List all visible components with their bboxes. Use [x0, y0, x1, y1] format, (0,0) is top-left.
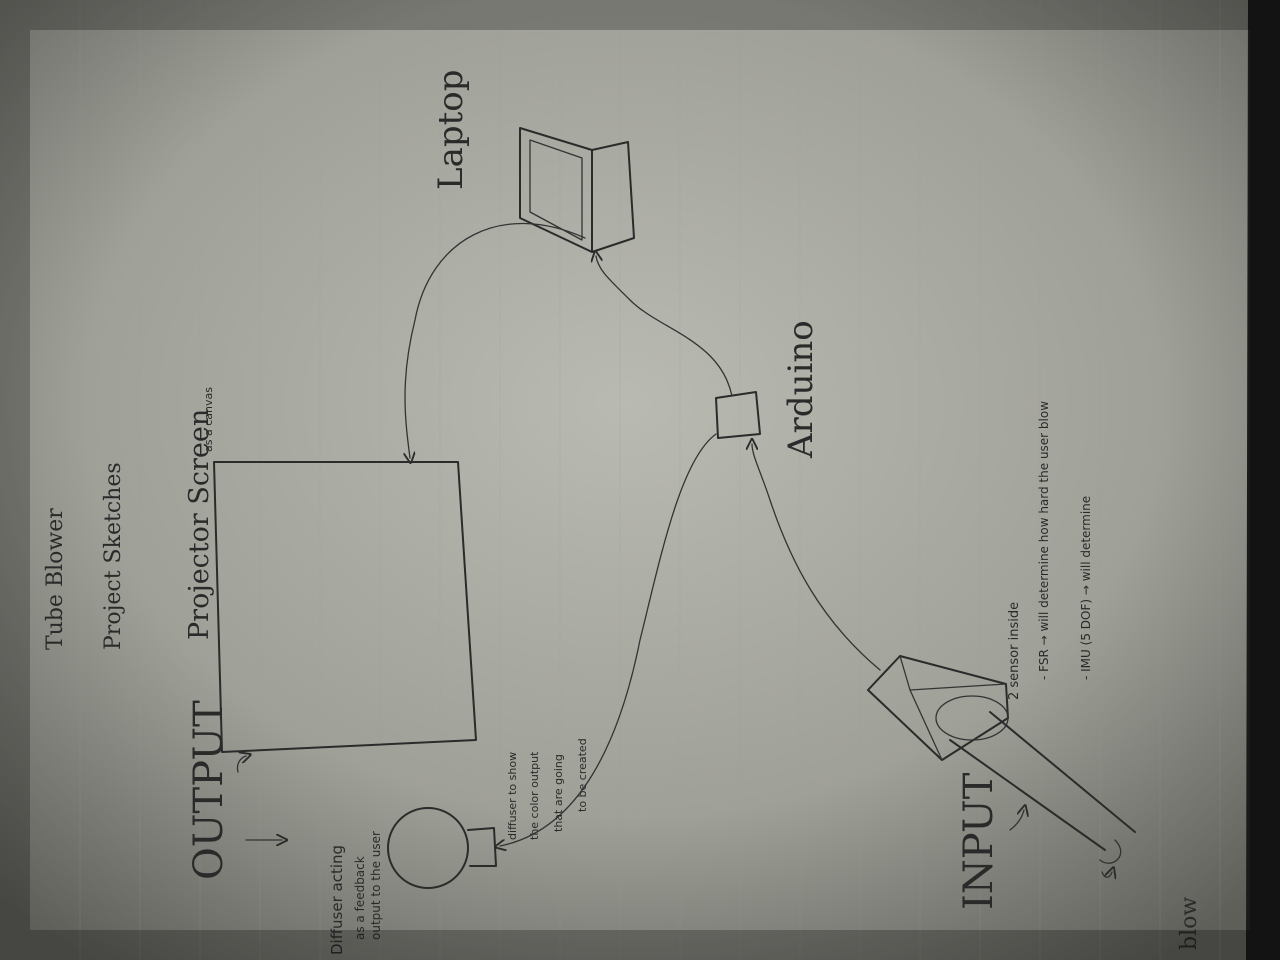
projector-note: as a canvas	[202, 387, 215, 452]
wire-tube-to-arduino	[752, 444, 881, 671]
input-arrow	[1009, 810, 1024, 831]
projector-label: Projector Screen	[184, 409, 215, 640]
svg-text:as a feedback: as a feedback	[353, 856, 367, 940]
svg-text:Diffuser acting: Diffuser acting	[328, 845, 346, 955]
svg-text:2 sensor inside: 2 sensor inside	[1007, 602, 1022, 700]
output-label: OUTPUT	[186, 700, 232, 880]
tube-device	[867, 655, 1136, 877]
wire-laptop-to-screen	[405, 222, 586, 458]
projector-screen	[213, 461, 477, 753]
svg-text:that are going: that are going	[552, 754, 565, 832]
ruled-lines	[79, 0, 1221, 960]
svg-text:- FSR → will determine how: - FSR → will determine how hard the user…	[1037, 401, 1051, 680]
arduino-box	[715, 391, 761, 439]
input-label: INPUT	[956, 772, 1002, 910]
diffuser-color-note: diffuser to show the color output that a…	[506, 738, 589, 840]
blow-label: blow	[1177, 897, 1202, 950]
svg-text:to be created: to be created	[576, 738, 589, 812]
diffuser-feedback-note: Diffuser acting as a feedback output to …	[328, 831, 383, 955]
svg-text:the color output: the color output	[528, 751, 541, 840]
diffuser-bulb	[387, 807, 497, 889]
svg-text:output to the user: output to the user	[369, 831, 383, 940]
sensor-notes: 2 sensor inside - FSR → will determine h…	[1007, 401, 1093, 700]
laptop-label: Laptop	[431, 69, 471, 190]
subtitle: Project Sketches	[101, 462, 126, 650]
svg-text:- IMU (5 DOF) → will determi: - IMU (5 DOF) → will determine	[1079, 496, 1093, 680]
arduino-label: Arduino	[781, 320, 821, 459]
title: Tube Blower	[43, 508, 68, 650]
wire-arduino-to-diffuser	[500, 433, 717, 846]
wire-arduino-to-laptop	[596, 256, 733, 397]
output-arrow-screen	[236, 756, 246, 773]
svg-text:diffuser to show: diffuser to show	[506, 752, 519, 840]
